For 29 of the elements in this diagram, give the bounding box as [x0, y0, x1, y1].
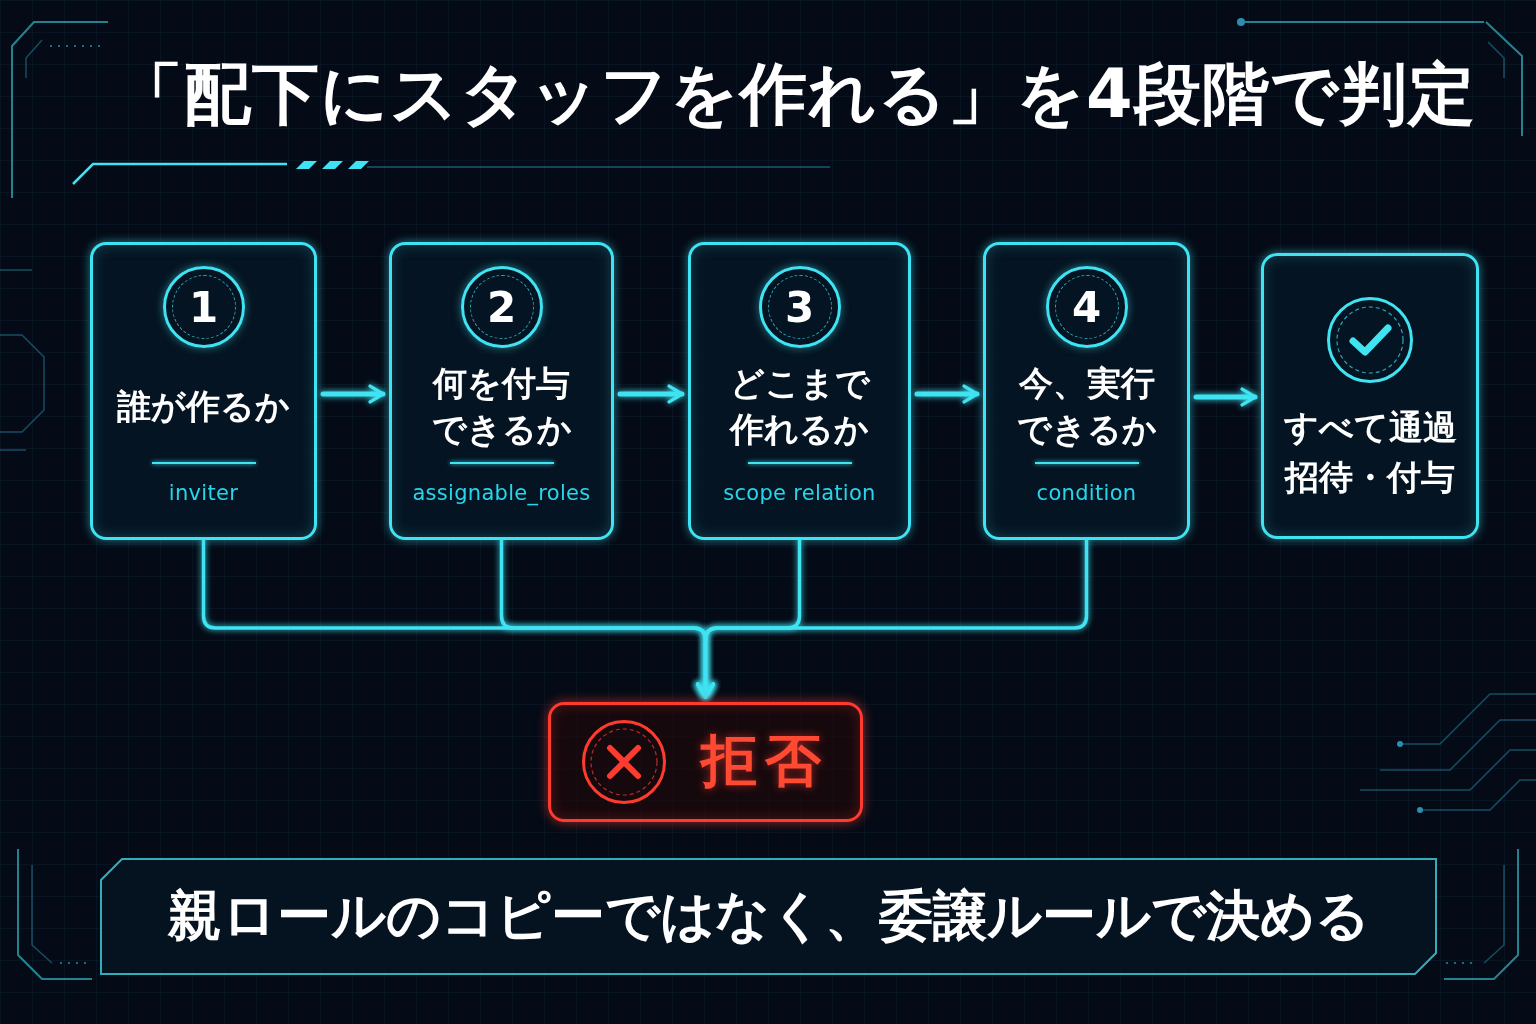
code-label: assignable_roles [412, 480, 591, 508]
step-card [90, 242, 317, 540]
reject-label: 拒否 [701, 727, 829, 795]
arrow [320, 384, 386, 404]
result-text: すべて通過 [1283, 406, 1457, 449]
result-card [1261, 253, 1479, 539]
arrow [1193, 387, 1258, 407]
step-card [688, 242, 911, 540]
code-label: inviter [168, 480, 239, 507]
arrow [617, 384, 685, 404]
code-label: condition [1036, 480, 1137, 507]
result-text: 招待・付与 [1285, 456, 1455, 499]
code-label: scope relation [723, 480, 876, 507]
step-title: 何を付与できるか [430, 361, 573, 451]
step-number: 3 [758, 266, 841, 348]
arrow [695, 538, 1089, 699]
step-card [983, 242, 1190, 540]
step-number: 2 [460, 266, 543, 348]
arrow [914, 384, 980, 404]
page-title: 「配下にスタッフを作れる」を4段階で判定 [116, 54, 1476, 135]
step-title: どこまで作れるか [728, 361, 871, 451]
step-number: 1 [162, 266, 245, 348]
reject-box [548, 702, 863, 822]
step-number: 4 [1045, 266, 1128, 348]
banner-panel [100, 858, 1437, 975]
step-card [389, 242, 614, 540]
step-title: 今、実行できるか [1015, 361, 1158, 451]
banner-text: 親ロールのコピーではなく、委譲ルールで決める [167, 883, 1370, 949]
step-title: 誰が作るか [116, 384, 291, 428]
